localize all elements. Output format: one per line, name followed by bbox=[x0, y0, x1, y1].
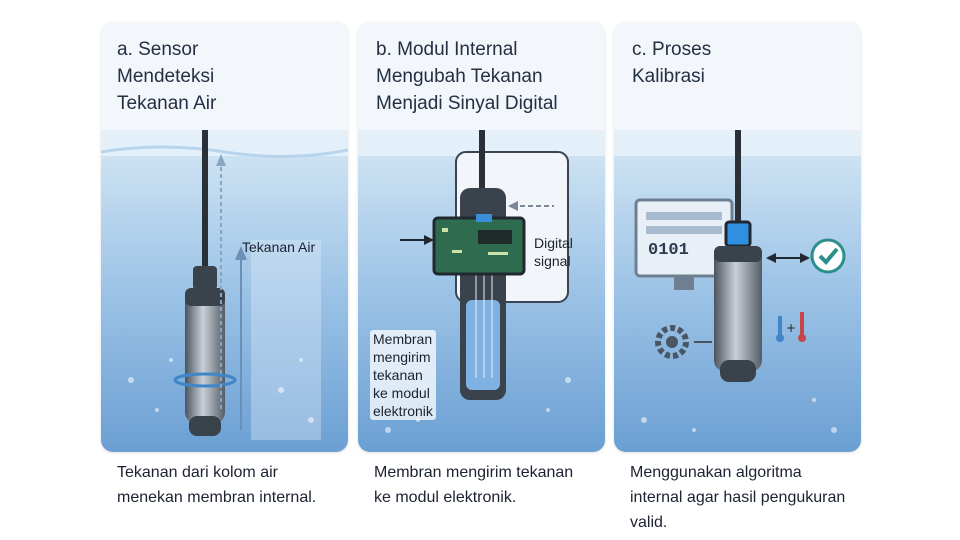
panel-sensor: a. Sensor Mendeteksi Tekanan Air bbox=[101, 22, 348, 452]
panel-modul-internal: b. Modul Internal Mengubah Tekanan Menja… bbox=[358, 22, 605, 452]
screen-binary-text: 0101 bbox=[648, 241, 689, 260]
caption-modul: Membran mengirim tekanan ke modul elektr… bbox=[374, 464, 574, 506]
water-illustration: + 0101 bbox=[614, 130, 861, 452]
panel-kalibrasi: c. Proses Kalibrasi bbox=[614, 22, 861, 452]
label-membran: Membran mengirim tekanan ke modul elektr… bbox=[370, 330, 436, 420]
water-illustration: Digital signal Membran mengirim tekanan … bbox=[358, 130, 605, 452]
panel-header: c. Proses Kalibrasi bbox=[614, 22, 861, 130]
panel-header: b. Modul Internal Mengubah Tekanan Menja… bbox=[358, 22, 605, 130]
panel-title: b. Modul Internal Mengubah Tekanan Menja… bbox=[376, 39, 558, 114]
panel-header: a. Sensor Mendeteksi Tekanan Air bbox=[101, 22, 348, 130]
caption-sensor: Tekanan dari kolom air menekan membran i… bbox=[117, 464, 317, 506]
sensor-illustration bbox=[101, 130, 348, 452]
water-illustration: Tekanan Air bbox=[101, 130, 348, 452]
label-tekanan-air: Tekanan Air bbox=[242, 239, 316, 255]
svg-text:+: + bbox=[786, 321, 796, 335]
calibration-illustration: + bbox=[614, 130, 861, 452]
panel-title: c. Proses Kalibrasi bbox=[632, 39, 712, 87]
label-digital-signal: Digital signal bbox=[534, 235, 573, 269]
panel-title: a. Sensor Mendeteksi Tekanan Air bbox=[117, 39, 217, 114]
caption-kalibrasi: Menggunakan algoritma internal agar hasi… bbox=[630, 464, 846, 531]
